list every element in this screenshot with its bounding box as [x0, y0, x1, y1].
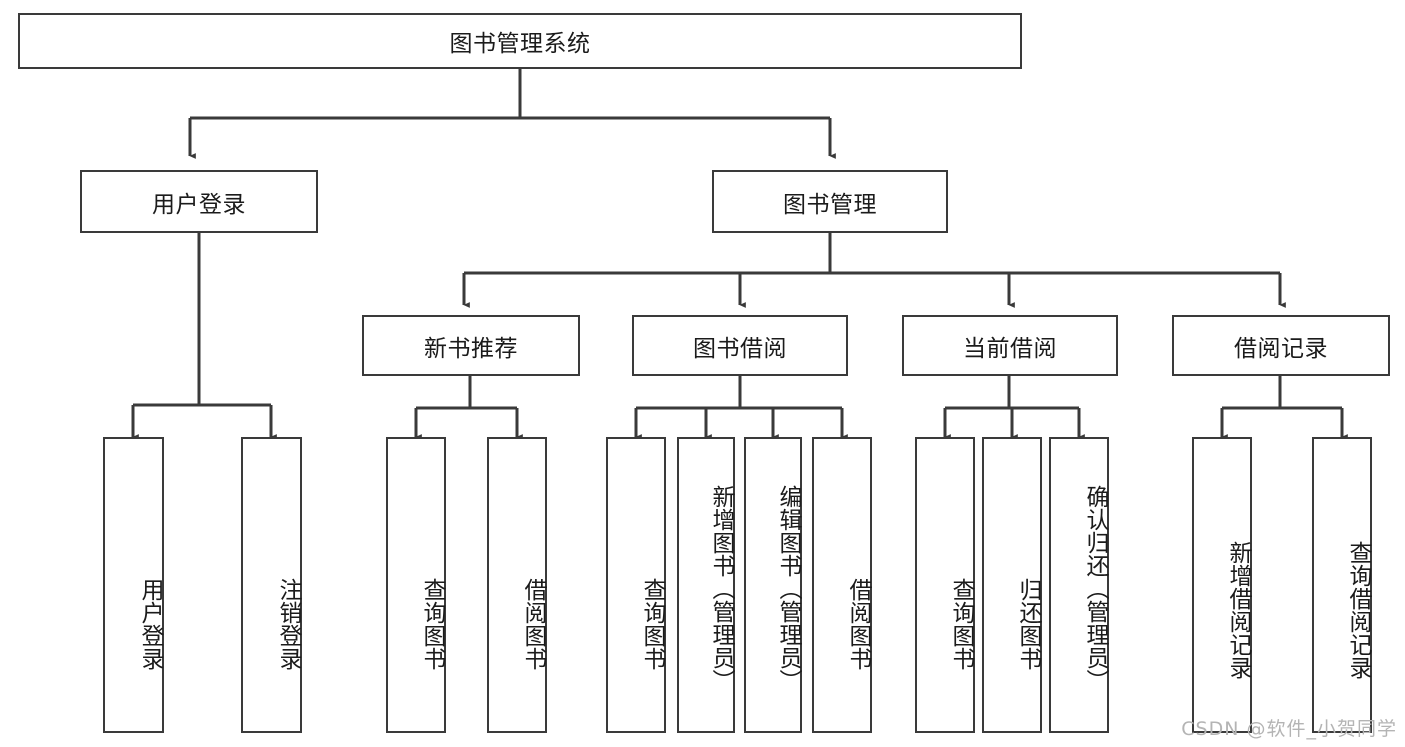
node-user-login-label: 用户登录: [152, 191, 246, 218]
leaf-borrow-book-2-label: 借阅图书: [845, 578, 871, 670]
node-book-borrow[interactable]: 图书借阅: [632, 315, 848, 376]
leaf-edit-book-admin[interactable]: 编辑图书（管理员）: [744, 437, 802, 733]
leaf-query-book-3[interactable]: 查询图书: [915, 437, 975, 733]
leaf-add-borrow-record[interactable]: 新增借阅记录: [1192, 437, 1252, 733]
node-new-book-recommend-label: 新书推荐: [424, 335, 518, 362]
leaf-logout-label: 注销登录: [275, 578, 301, 670]
leaf-borrow-book-2[interactable]: 借阅图书: [812, 437, 872, 733]
leaf-return-book-label: 归还图书: [1015, 578, 1041, 670]
node-current-borrow-label: 当前借阅: [963, 335, 1057, 362]
leaf-confirm-return-admin[interactable]: 确认归还（管理员）: [1049, 437, 1109, 733]
leaf-add-borrow-record-label: 新增借阅记录: [1225, 541, 1251, 679]
leaf-query-book-2[interactable]: 查询图书: [606, 437, 666, 733]
node-borrow-records[interactable]: 借阅记录: [1172, 315, 1390, 376]
leaf-query-book-2-label: 查询图书: [639, 578, 665, 670]
node-borrow-records-label: 借阅记录: [1234, 335, 1328, 362]
csdn-watermark: CSDN @软件_小贺同学: [1181, 718, 1397, 740]
leaf-borrow-book-1-label: 借阅图书: [520, 578, 546, 670]
node-book-management-label: 图书管理: [783, 191, 877, 218]
node-current-borrow[interactable]: 当前借阅: [902, 315, 1118, 376]
leaf-query-book-1-label: 查询图书: [419, 578, 445, 670]
leaf-logout[interactable]: 注销登录: [241, 437, 302, 733]
node-user-login[interactable]: 用户登录: [80, 170, 318, 233]
leaf-query-book-3-label: 查询图书: [948, 578, 974, 670]
leaf-query-book-1[interactable]: 查询图书: [386, 437, 446, 733]
leaf-add-book-admin-label: 新增图书（管理员）: [708, 484, 734, 692]
leaf-query-borrow-record-label: 查询借阅记录: [1345, 541, 1371, 679]
leaf-borrow-book-1[interactable]: 借阅图书: [487, 437, 547, 733]
node-root-label: 图书管理系统: [449, 31, 591, 57]
leaf-user-login[interactable]: 用户登录: [103, 437, 164, 733]
node-book-management[interactable]: 图书管理: [712, 170, 948, 233]
leaf-return-book[interactable]: 归还图书: [982, 437, 1042, 733]
leaf-query-borrow-record[interactable]: 查询借阅记录: [1312, 437, 1372, 733]
leaf-confirm-return-admin-label: 确认归还（管理员）: [1082, 484, 1108, 692]
node-book-borrow-label: 图书借阅: [693, 335, 787, 362]
leaf-add-book-admin[interactable]: 新增图书（管理员）: [677, 437, 735, 733]
node-root[interactable]: 图书管理系统: [18, 13, 1022, 69]
leaf-edit-book-admin-label: 编辑图书（管理员）: [775, 484, 801, 692]
node-new-book-recommend[interactable]: 新书推荐: [362, 315, 580, 376]
leaf-user-login-label: 用户登录: [137, 578, 163, 670]
